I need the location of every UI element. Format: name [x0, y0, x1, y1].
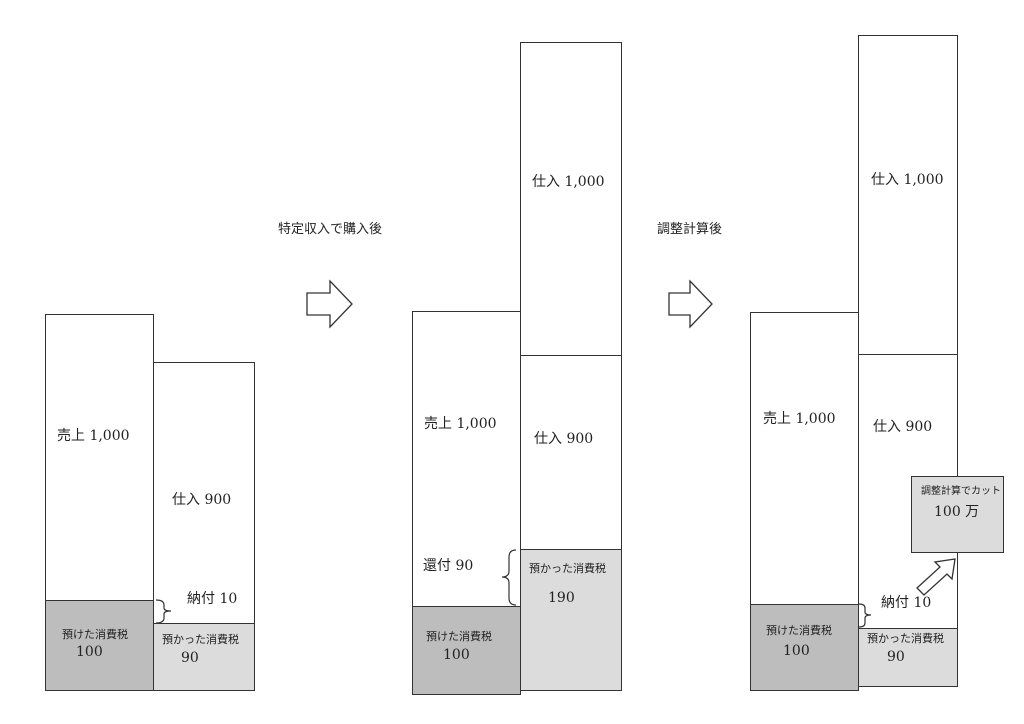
- purchase-label: 仕入 900: [873, 419, 933, 435]
- tax-paid-value: 100: [76, 644, 103, 660]
- arrow-label-2: 調整計算後: [657, 222, 723, 237]
- purchase-box-2: [520, 355, 622, 550]
- sales-label: 売上 1,000: [424, 416, 497, 432]
- payment-label: 納付 10: [881, 595, 932, 611]
- tax-received-box-1: [153, 623, 255, 691]
- right-arrow-icon: [306, 279, 353, 329]
- cut-box: [911, 476, 1004, 553]
- tax-received-value: 90: [887, 649, 905, 665]
- tax-paid-label: 預けた消費税: [426, 630, 492, 643]
- tax-received-box-2: [520, 549, 622, 691]
- tax-received-value: 190: [548, 590, 575, 606]
- tax-received-label: 預かった消費税: [529, 562, 606, 575]
- tax-paid-label: 預けた消費税: [766, 624, 832, 637]
- tax-received-box-3: [858, 628, 958, 687]
- payment-label: 納付 10: [187, 591, 238, 607]
- tax-received-label: 預かった消費税: [162, 633, 239, 646]
- purchase-top-label: 仕入 1,000: [871, 172, 944, 188]
- cut-value: 100 万: [934, 504, 980, 520]
- brace-icon: [858, 603, 872, 628]
- sales-label: 売上 1,000: [57, 428, 130, 444]
- cut-label: 調整計算でカット: [921, 486, 1001, 497]
- purchase-label: 仕入 900: [172, 492, 232, 508]
- brace-icon: [155, 599, 172, 624]
- purchase-top-box-3: [858, 35, 958, 355]
- tax-paid-label: 預けた消費税: [62, 628, 128, 641]
- arrow-label-1: 特定収入で購入後: [278, 222, 383, 237]
- tax-paid-value: 100: [443, 647, 470, 663]
- tax-paid-value: 100: [783, 643, 810, 659]
- tax-received-label: 預かった消費税: [867, 632, 944, 645]
- purchase-label: 仕入 900: [534, 431, 594, 447]
- brace-icon: [501, 549, 517, 606]
- right-arrow-icon: [668, 279, 713, 329]
- purchase-top-label: 仕入 1,000: [532, 174, 605, 190]
- tax-paid-box-2: [412, 606, 521, 695]
- tax-paid-box-3: [750, 604, 859, 691]
- sales-label: 売上 1,000: [763, 411, 836, 427]
- tax-paid-box-1: [45, 600, 154, 691]
- refund-label: 還付 90: [423, 558, 474, 574]
- purchase-top-box-2: [520, 42, 622, 356]
- tax-received-value: 90: [181, 650, 199, 666]
- diagonal-arrow-icon: [916, 558, 956, 596]
